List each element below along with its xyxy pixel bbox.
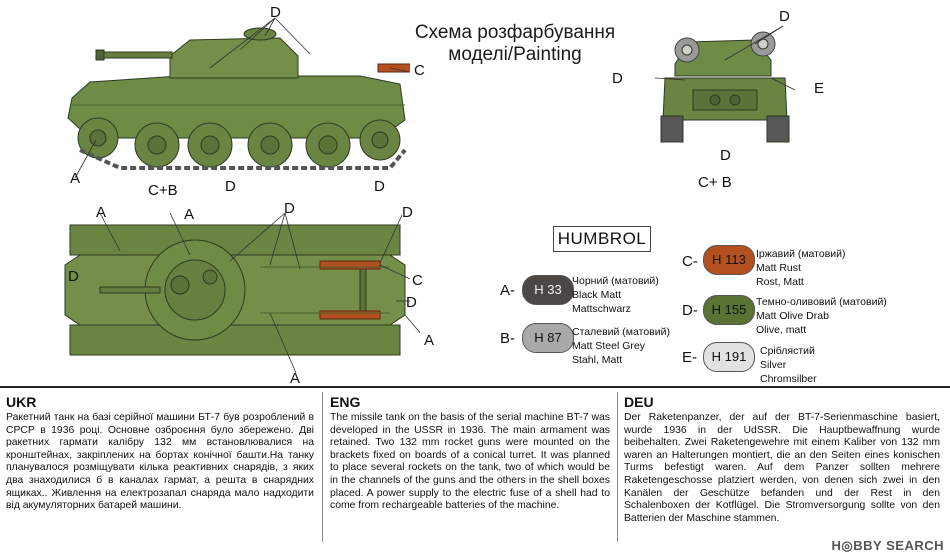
humbrol-heading: HUMBROL (553, 226, 651, 252)
callout-front-d1: D (779, 8, 790, 25)
tank-front-view (655, 25, 795, 143)
watermark-logo: H◎BBY SEARCH (831, 538, 944, 553)
title-line-2: моделі/Painting (448, 44, 582, 65)
legend-letter-b: B- (500, 330, 515, 347)
section-divider (0, 386, 950, 388)
callout-top-d1: D (284, 200, 295, 217)
legend-desc-a: Чорний (матовий) Black Matt Mattschwarz (572, 275, 659, 315)
swatch-h33: H 33 (522, 275, 574, 305)
callout-front-d2: D (612, 70, 623, 87)
swatch-h113: H 113 (703, 245, 755, 275)
ukr-text: Ракетний танк на базі серійної машини БТ… (6, 412, 314, 512)
callout-top-d4: D (406, 294, 417, 311)
legend-letter-a: A- (500, 282, 515, 299)
callout-top-d2: D (402, 204, 413, 221)
callout-side-a: A (70, 170, 81, 187)
swatch-h87: H 87 (522, 323, 574, 353)
eng-text: The missile tank on the basis of the ser… (330, 412, 610, 512)
callout-side-cb: C+B (148, 182, 178, 199)
deu-heading: DEU (624, 394, 654, 410)
legend-letter-c: C- (682, 253, 698, 270)
swatch-h191: H 191 (703, 342, 755, 372)
callout-side-d3: D (374, 178, 385, 195)
tank-side-view (67, 17, 410, 179)
legend-letter-d: D- (682, 302, 698, 319)
eng-heading: ENG (330, 394, 361, 410)
column-divider-1 (322, 392, 323, 542)
column-divider-2 (617, 392, 618, 542)
callout-front-d3: D (720, 147, 731, 164)
page-title: Схема розфарбування моделі/Painting (385, 22, 645, 66)
legend-desc-b: Сталевий (матовий) Matt Steel Grey Stahl… (572, 326, 670, 366)
tank-top-view (64, 212, 420, 374)
callout-top-a1: A (96, 204, 107, 221)
callout-top-a4: A (290, 370, 301, 387)
callout-front-cb: C+ B (698, 174, 732, 191)
legend-letter-e: E- (682, 349, 697, 366)
callout-side-d1: D (270, 4, 281, 21)
callout-side-c: C (414, 62, 425, 79)
swatch-h155: H 155 (703, 295, 755, 325)
legend-desc-e: Сріблястий Silver Chromsilber (760, 345, 817, 385)
legend-desc-c: Іржавий (матовий) Matt Rust Rost, Matt (756, 248, 846, 288)
callout-top-c: C (412, 272, 423, 289)
legend-desc-d: Темно-оливовий (матовий) Matt Olive Drab… (756, 296, 887, 336)
callout-side-d2: D (225, 178, 236, 195)
callout-top-a2: A (184, 206, 195, 223)
callout-top-d3: D (68, 268, 79, 285)
callout-front-e: E (814, 80, 825, 97)
ukr-heading: UKR (6, 394, 37, 410)
title-line-1: Схема розфарбування (414, 22, 616, 43)
deu-text: Der Raketenpanzer, der auf der BT-7-Seri… (624, 412, 940, 524)
callout-top-a3: A (424, 332, 435, 349)
